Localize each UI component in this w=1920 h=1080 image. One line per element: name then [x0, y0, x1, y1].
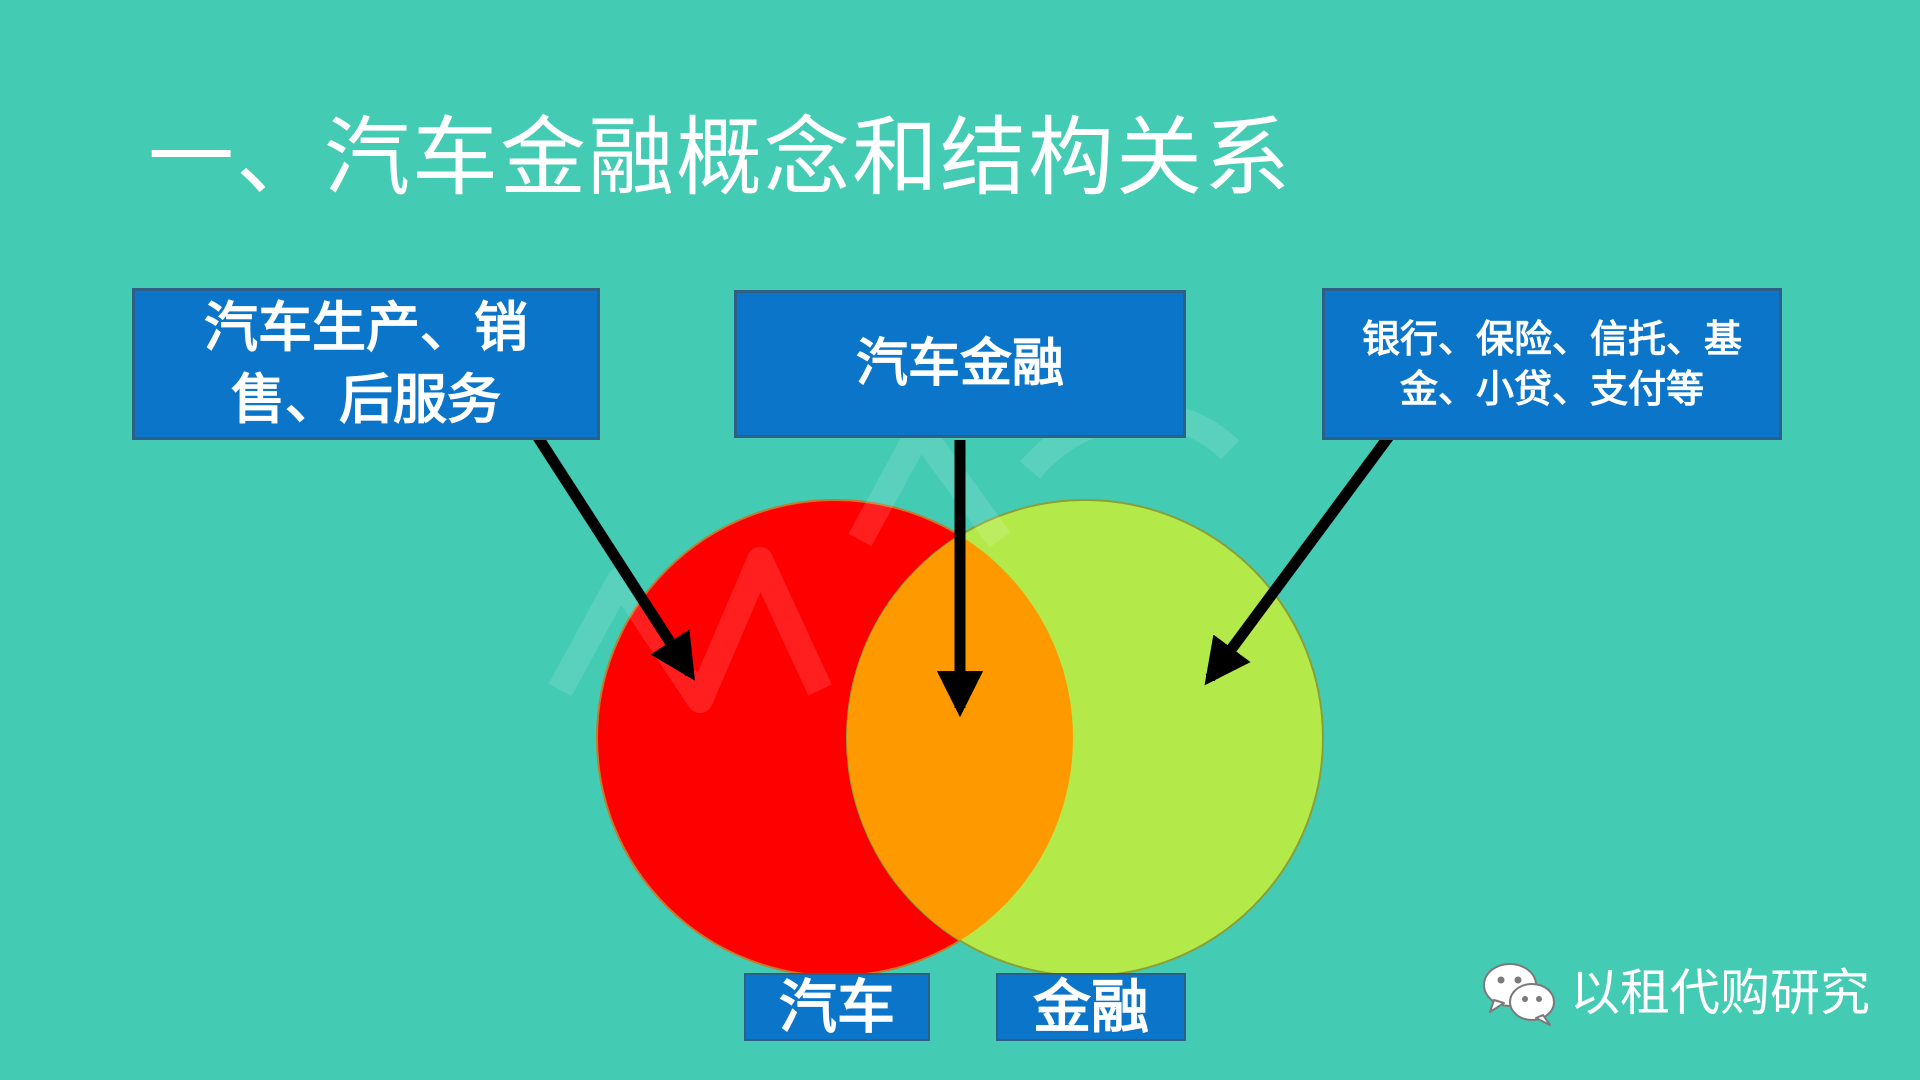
label-finance-text: 金融	[1032, 973, 1149, 1041]
box-auto-industry-text: 汽车生产、销售、后服务	[204, 296, 528, 431]
arrow-right	[1204, 408, 1412, 686]
brand-name: 以租代购研究	[1570, 964, 1870, 1022]
box-financial-institutions-text: 银行、保险、信托、基金、小贷、支付等	[1361, 317, 1742, 411]
box-auto-industry: 汽车生产、销售、后服务	[132, 288, 600, 440]
box-auto-finance: 汽车金融	[734, 290, 1186, 438]
brand: 以租代购研究	[1480, 958, 1870, 1028]
label-car-text: 汽车	[778, 973, 895, 1041]
box-auto-finance-text: 汽车金融	[855, 334, 1064, 394]
label-car: 汽车	[744, 973, 930, 1041]
label-finance: 金融	[996, 973, 1186, 1041]
wechat-icon	[1483, 963, 1555, 1026]
slide-title: 一、汽车金融概念和结构关系	[148, 108, 1292, 208]
arrow-left	[527, 425, 696, 681]
box-financial-institutions: 银行、保险、信托、基金、小贷、支付等	[1322, 288, 1782, 440]
overlap-region	[847, 500, 1073, 976]
